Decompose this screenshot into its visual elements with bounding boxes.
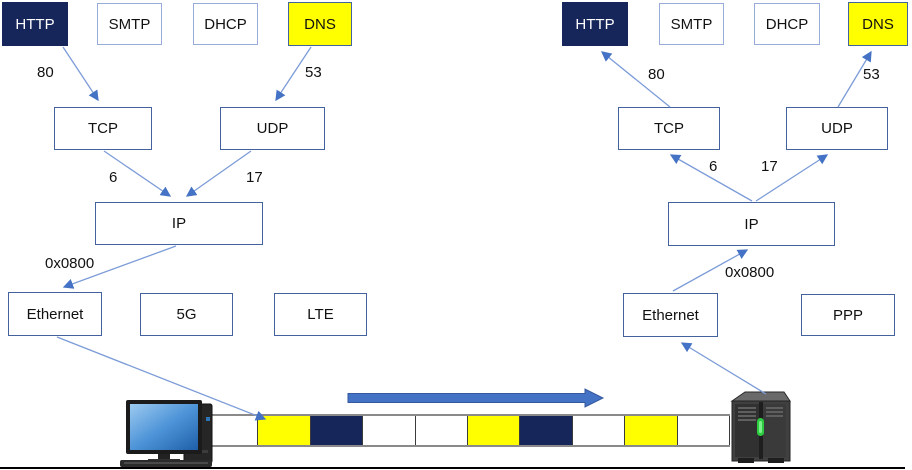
right-ethertype-label: 0x0800 bbox=[725, 264, 775, 281]
server-tower-icon bbox=[726, 388, 798, 470]
left-app-box-smtp: SMTP bbox=[97, 3, 162, 45]
left-transport-box-udp: UDP bbox=[220, 107, 325, 150]
frame-segment-navy bbox=[520, 416, 573, 445]
left-dns-port-label: 53 bbox=[305, 64, 322, 81]
frame-segment-white bbox=[205, 416, 259, 445]
right-app-box-http: HTTP bbox=[562, 2, 628, 46]
left-app-box-http: HTTP bbox=[2, 2, 68, 46]
left-link-box-5g: 5G bbox=[140, 293, 233, 336]
bottom-edge-line bbox=[0, 467, 905, 469]
desktop-computer-icon bbox=[118, 392, 218, 470]
right-link-box-ethernet: Ethernet bbox=[623, 293, 718, 337]
left-link-box-lte: LTE bbox=[274, 293, 367, 336]
left-tcp-protocol-label: 6 bbox=[109, 169, 118, 186]
arrow-right-server-to-ethernet bbox=[680, 342, 767, 395]
frame-segment-yellow bbox=[258, 416, 311, 445]
arrow-left-udp-to-ip bbox=[185, 150, 252, 197]
right-dns-port-label: 53 bbox=[863, 66, 880, 83]
frame-bar bbox=[205, 414, 731, 447]
right-transport-box-tcp: TCP bbox=[618, 107, 720, 150]
right-network-box-ip: IP bbox=[668, 202, 835, 246]
right-udp-protocol-label: 17 bbox=[761, 158, 778, 175]
right-link-box-ppp: PPP bbox=[801, 294, 895, 336]
frame-segment-yellow bbox=[625, 416, 678, 445]
right-app-box-dns: DNS bbox=[848, 2, 908, 46]
left-transport-box-tcp: TCP bbox=[54, 107, 152, 150]
frame-segment-white bbox=[363, 416, 416, 445]
left-udp-protocol-label: 17 bbox=[246, 169, 263, 186]
right-transport-box-udp: UDP bbox=[786, 107, 888, 150]
right-tcp-protocol-label: 6 bbox=[709, 158, 718, 175]
left-http-port-label: 80 bbox=[37, 64, 54, 81]
left-network-box-ip: IP bbox=[95, 202, 263, 245]
frame-segment-yellow bbox=[468, 416, 521, 445]
left-app-box-dhcp: DHCP bbox=[193, 3, 258, 45]
frame-segment-white bbox=[677, 416, 731, 445]
right-app-box-smtp: SMTP bbox=[659, 3, 724, 45]
frame-segment-white bbox=[415, 416, 469, 445]
frame-segment-white bbox=[572, 416, 626, 445]
left-link-box-ethernet: Ethernet bbox=[8, 292, 102, 336]
right-app-box-dhcp: DHCP bbox=[754, 3, 820, 45]
right-http-port-label: 80 bbox=[648, 66, 665, 83]
frame-segment-navy bbox=[310, 416, 364, 445]
left-ethertype-label: 0x0800 bbox=[45, 255, 95, 272]
left-app-box-dns: DNS bbox=[288, 2, 352, 46]
flow-direction-arrow bbox=[347, 388, 605, 408]
arrow-left-http-to-tcp bbox=[62, 46, 99, 102]
